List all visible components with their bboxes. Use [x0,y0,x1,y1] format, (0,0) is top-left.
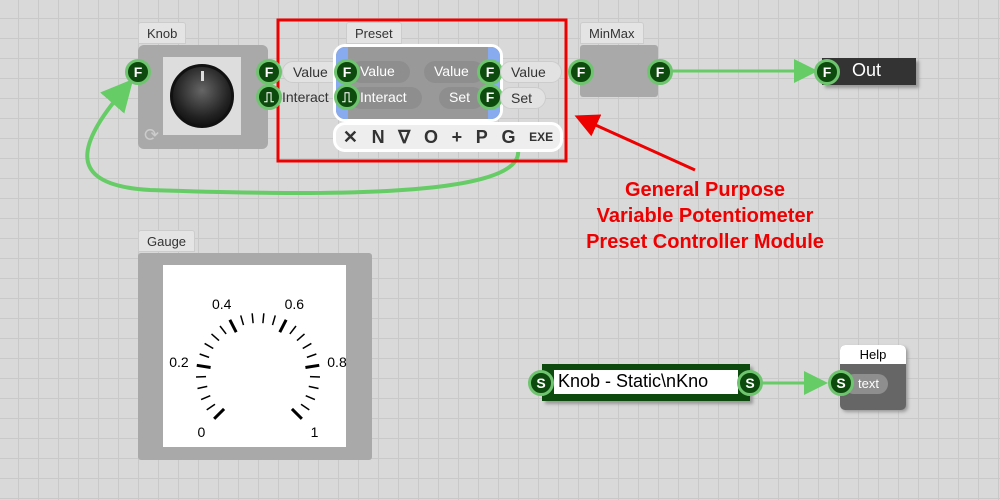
gauge-minor-tick [197,385,208,390]
gauge-minor-tick [199,353,210,359]
annotation: General Purpose Variable Potentiometer P… [550,177,860,255]
knob-node[interactable]: ⟳ [138,45,268,149]
add-button[interactable]: + [451,126,463,147]
knob-value-pin[interactable]: F [256,59,282,85]
gauge-major-tick [290,407,303,420]
preset-title: Preset [346,22,402,44]
string-input[interactable]: Knob - Static\nKno [554,370,738,394]
gauge-minor-tick [289,325,297,335]
exe-button[interactable]: EXE [529,130,554,144]
string-out-pin[interactable]: S [737,370,763,396]
minmax-out-pin[interactable]: F [647,59,673,85]
preset-out-value: Value [500,61,562,83]
preset-inner-out-set: Set [439,87,484,109]
preset-in-interact-pin[interactable]: ⎍ [334,84,360,110]
preset-out-set: Set [500,87,546,109]
gauge-node[interactable] [138,253,372,460]
gauge-tick-label: 0.4 [211,295,232,312]
gauge-minor-tick [262,313,265,324]
gauge-minor-tick [219,325,227,335]
wire-knob-feedback [85,78,521,196]
annotation-arrow [574,114,696,172]
preset-inner-in-value: Value [350,61,410,83]
gauge-major-tick [305,363,320,369]
preset-out-set-pin[interactable]: F [477,84,503,110]
knob-input-pin[interactable]: F [125,59,151,85]
gauge-minor-tick [302,342,312,350]
gauge-minor-tick [200,394,211,401]
help-title: Help [840,345,906,364]
gauge-tick-label: 0 [197,423,206,440]
gauge-minor-tick [306,353,317,359]
gauge-minor-tick [308,385,319,390]
gauge-tick-label: 0.8 [327,354,347,371]
gauge-minor-tick [251,313,254,324]
minmax-in-pin[interactable]: F [568,59,594,85]
gauge-major-tick [228,319,238,333]
help-text-input: text [844,374,888,394]
knob-title: Knob [138,22,187,44]
gauge-minor-tick [271,315,277,326]
out-in-pin[interactable]: F [814,59,840,85]
gauge-minor-tick [300,403,310,411]
delete-button[interactable]: ✕ [342,126,358,147]
string-node[interactable]: Knob - Static\nKno [542,364,750,401]
help-in-pin[interactable]: S [828,370,854,396]
preset-inner-out-value: Value [424,61,484,83]
preset-toolbar: ✕ N ∇ O + P G EXE [333,122,563,152]
gauge-minor-tick [206,403,216,411]
gauge-major-tick [213,407,226,420]
new-button[interactable]: N [371,126,385,147]
gauge-face [163,265,346,447]
knob-dial[interactable] [170,64,234,128]
minmax-title: MinMax [580,22,644,44]
help-node[interactable]: Help text [840,345,906,410]
open-button[interactable]: O [423,126,438,147]
annotation-line: General Purpose [624,179,786,201]
p-button[interactable]: P [475,126,488,147]
gauge-minor-tick [210,333,220,342]
down-button[interactable]: ∇ [398,126,411,147]
gauge-minor-tick [239,315,245,326]
knob-interact-pin[interactable]: ⎍ [256,84,282,110]
preset-in-interact: Interact [282,89,329,105]
gauge-minor-tick [305,394,316,401]
gauge-tick-label: 1 [310,423,319,440]
g-button[interactable]: G [501,126,516,147]
out-node[interactable]: Out [822,58,916,85]
gauge-major-tick [278,319,288,333]
gauge-tick-label: 0.6 [284,295,305,312]
preset-in-value-pin[interactable]: F [334,59,360,85]
gauge-minor-tick [296,333,306,342]
refresh-icon[interactable]: ⟳ [144,125,160,145]
annotation-line: Preset Controller Module [586,231,824,253]
gauge-title: Gauge [138,230,196,252]
gauge-major-tick [196,363,211,369]
gauge-tick-label: 0.2 [169,354,189,371]
knob-face [163,57,241,135]
gauge-minor-tick [204,342,214,350]
preset-in-value: Value [282,61,342,83]
preset-inner-in-interact: Interact [350,87,422,109]
annotation-line: Variable Potentiometer [596,205,814,227]
string-in-pin[interactable]: S [528,370,554,396]
